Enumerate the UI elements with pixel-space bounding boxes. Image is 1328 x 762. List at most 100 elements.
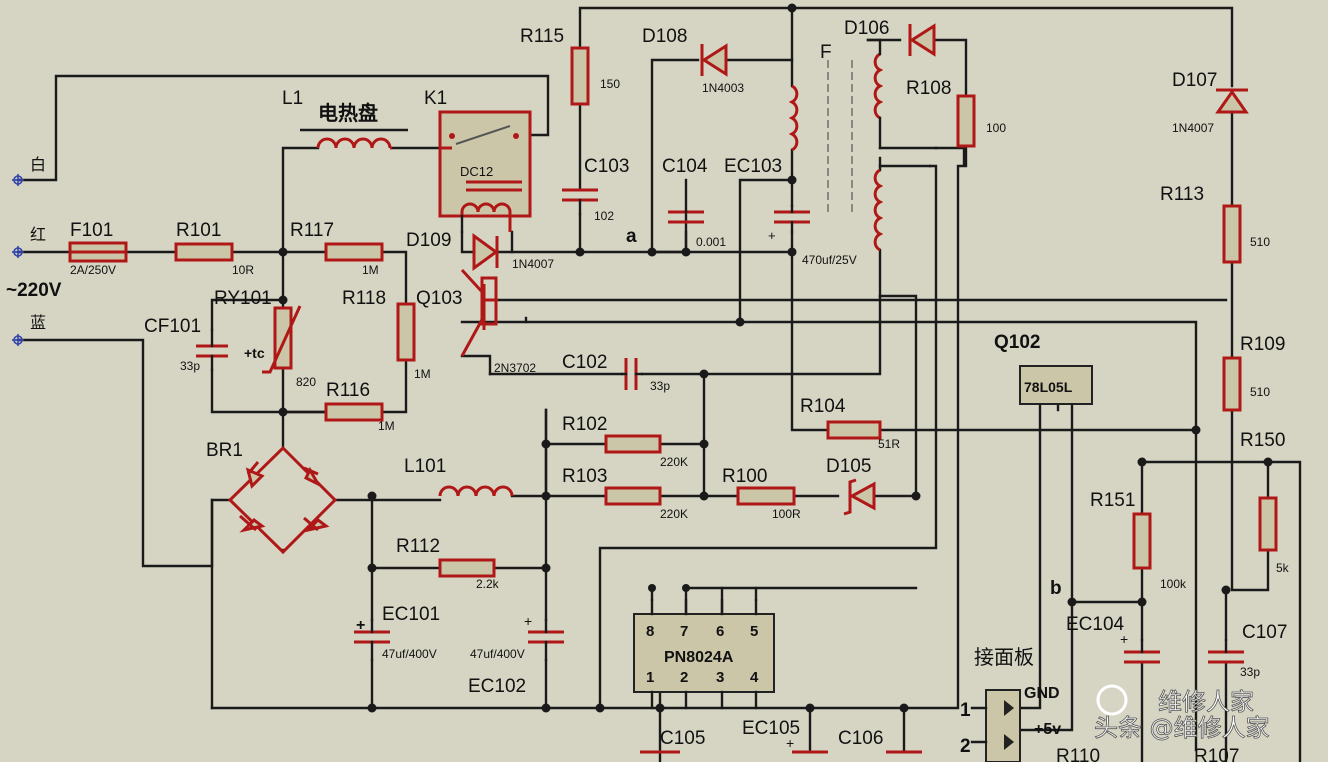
watermark-line-2: 头条 @维修人家: [1094, 714, 1270, 742]
polarity-EC105: +: [786, 735, 794, 751]
value-Q102: 78L05L: [1024, 379, 1073, 395]
label-C106: C106: [838, 728, 883, 749]
polarity-EC101: +: [356, 617, 365, 634]
resistors: [68, 46, 1278, 578]
designators: F101 2A/250V R101 10R R117 1M R118 1M R1…: [70, 18, 1290, 762]
ic-pin-5: 5: [750, 623, 758, 640]
label-R118: R118: [342, 288, 386, 309]
label-R151: R151: [1090, 490, 1135, 511]
label-L101: L101: [404, 456, 446, 477]
label-Q102: Q102: [994, 332, 1040, 353]
polarity-EC103: +: [768, 228, 776, 243]
label-K1-coil: DC12: [460, 164, 493, 179]
mains-voltage-label: ~220V: [6, 280, 62, 301]
input-red-label: 红: [30, 225, 46, 244]
label-K1: K1: [424, 88, 447, 109]
resistor-R109: [1222, 356, 1242, 412]
value-EC103: 470uf/25V: [802, 253, 857, 267]
connector-vcc: +5v: [1034, 721, 1061, 738]
value-C104: 0.001: [696, 235, 726, 249]
label-R115: R115: [520, 26, 564, 47]
resistor-R112: [438, 558, 496, 578]
value-R112: 2.2k: [476, 577, 500, 591]
value-C107: 33p: [1240, 665, 1260, 679]
label-R110: R110: [1056, 746, 1100, 762]
label-D106: D106: [844, 18, 889, 39]
regulator-Q102: [1019, 365, 1093, 405]
connector-pin-2: 2: [960, 736, 971, 757]
label-D108: D108: [642, 26, 687, 47]
label-R113: R113: [1160, 184, 1204, 205]
node-labels: a b + + + + +: [356, 226, 1128, 751]
value-EC101: 47uf/400V: [382, 647, 437, 661]
label-R103: R103: [562, 466, 607, 487]
resistor-R150: [1258, 496, 1278, 552]
ic-pin-3: 3: [716, 669, 724, 686]
inductors: [300, 38, 938, 497]
resistor-R108: [956, 94, 976, 148]
inductor-L101: [438, 485, 514, 497]
value-F101: 2A/250V: [70, 263, 116, 277]
watermark: 维修人家 头条 @维修人家: [1094, 684, 1270, 742]
ic-pin-4: 4: [750, 669, 759, 686]
label-EC102: EC102: [468, 676, 526, 697]
label-R104: R104: [800, 396, 846, 417]
transformer-secondary-2: [873, 168, 884, 252]
ic-pin-8: 8: [646, 623, 654, 640]
connector-title: 接面板: [974, 645, 1034, 669]
inductor-L1: [316, 137, 392, 149]
diode-D107: [1215, 89, 1249, 114]
resistor-R103: [604, 486, 662, 506]
polarity-EC104: +: [1120, 631, 1128, 647]
diode-D109: [472, 233, 499, 271]
label-ic: PN8024A: [664, 649, 734, 666]
resistor-R116: [324, 402, 384, 422]
value-R108: 100: [986, 121, 1006, 135]
label-CF101: CF101: [144, 316, 201, 337]
value-R116: 1M: [378, 419, 395, 433]
value-EC102: 47uf/400V: [470, 647, 525, 661]
input-white-label: 白: [30, 155, 46, 174]
transformer-secondary-1: [873, 52, 884, 120]
value-R102: 220K: [660, 455, 688, 469]
resistor-R115: [570, 46, 590, 106]
value-R115: 150: [600, 77, 620, 91]
value-R118: 1M: [414, 367, 431, 381]
label-R108: R108: [906, 78, 951, 99]
label-EC105: EC105: [742, 718, 800, 739]
input-terminals: 白 红 蓝 ~220V: [6, 155, 62, 346]
value-D108: 1N4003: [702, 81, 744, 95]
ic-pin-2: 2: [680, 669, 688, 686]
transistor-Q103: [460, 268, 498, 357]
connector-pin-1: 1: [960, 700, 971, 721]
red-terminal: [12, 246, 24, 258]
resistor-R104: [826, 420, 882, 440]
label-D109: D109: [406, 230, 451, 251]
value-R151: 100k: [1160, 577, 1187, 591]
transformer-primary: [788, 84, 799, 152]
label-EC101: EC101: [382, 604, 440, 625]
label-EC103: EC103: [724, 156, 782, 177]
value-CF101: 33p: [180, 359, 200, 373]
diode-D105: [848, 481, 876, 511]
value-R104: 51R: [878, 437, 900, 451]
label-R102: R102: [562, 414, 607, 435]
relay-K1: [438, 110, 532, 234]
label-BR1: BR1: [206, 440, 243, 461]
value-R117: 1M: [362, 263, 379, 277]
mark-RY101: +tc: [244, 345, 265, 361]
resistor-R102: [604, 434, 662, 454]
ic-pin-1: 1: [646, 669, 654, 686]
label-R109: R109: [1240, 334, 1285, 355]
label-C103: C103: [584, 156, 629, 177]
resistor-R117: [324, 242, 384, 262]
blue-terminal: [12, 334, 24, 346]
ic-pin-7: 7: [680, 623, 688, 640]
value-D107: 1N4007: [1172, 121, 1214, 135]
value-D109: 1N4007: [512, 257, 554, 271]
polarity-EC102: +: [524, 613, 532, 629]
watermark-line-1: 维修人家: [1158, 688, 1254, 716]
label-R150: R150: [1240, 430, 1285, 451]
value-R109: 510: [1250, 385, 1270, 399]
